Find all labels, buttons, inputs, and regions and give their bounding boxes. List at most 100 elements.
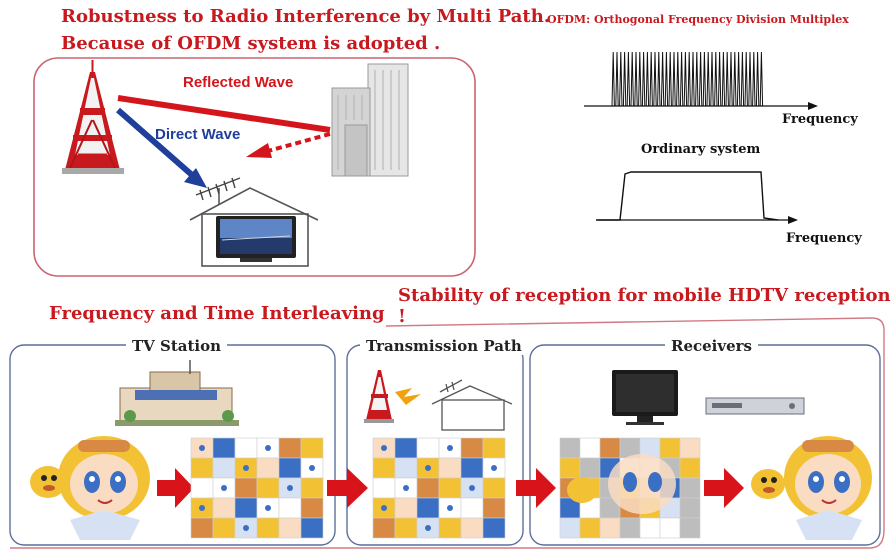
image-tile — [679, 497, 701, 519]
interleaving-title: Frequency and Time Interleaving — [49, 303, 385, 324]
image-tile — [679, 457, 701, 479]
ofdm-subcarrier — [672, 51, 676, 107]
receiver-set-top-box-icon — [705, 397, 805, 415]
ofdm-subcarrier — [759, 51, 764, 107]
image-tile — [559, 457, 581, 479]
tile-detail — [447, 505, 453, 511]
ofdm-subcarrier — [702, 51, 707, 107]
tile-detail — [265, 505, 271, 511]
ofdm-subcarrier — [626, 51, 631, 107]
image-tile — [394, 437, 418, 459]
tile-detail — [491, 465, 497, 471]
ofdm-subcarrier — [641, 51, 646, 107]
building-icon — [331, 63, 409, 177]
eye — [648, 472, 662, 492]
reflected-wave-arrow — [117, 95, 331, 133]
tile-detail — [309, 525, 315, 531]
image-tile — [212, 457, 236, 479]
image-tile — [659, 517, 681, 539]
image-tile — [619, 517, 641, 539]
image-tile — [234, 477, 258, 499]
image-tile — [256, 477, 280, 499]
image-tile — [278, 497, 302, 519]
ofdm-subcarrier — [733, 51, 737, 107]
image-tile — [559, 517, 581, 539]
tile-detail — [425, 525, 431, 531]
tile-detail — [447, 445, 453, 451]
ofdm-subcarrier — [638, 51, 642, 107]
ofdm-subcarrier — [691, 51, 695, 107]
ofdm-subcarrier — [752, 51, 756, 107]
reflected-arrowhead-icon — [246, 143, 272, 158]
tile-detail — [425, 465, 431, 471]
image-tile — [416, 497, 440, 519]
small-tower-icon — [364, 370, 394, 423]
image-tile — [190, 477, 214, 499]
mascot-restored-image — [751, 436, 872, 540]
tile-detail — [309, 465, 315, 471]
image-tile — [482, 437, 506, 459]
mascot-original-image — [30, 436, 150, 540]
ofdm-subcarrier — [755, 51, 760, 107]
ofdm-subcarrier — [695, 51, 699, 107]
ofdm-subcarrier — [736, 51, 741, 107]
tile-detail — [491, 525, 497, 531]
image-tile — [278, 437, 302, 459]
ofdm-subcarrier — [630, 51, 634, 107]
tile-detail — [287, 485, 293, 491]
restored-face — [608, 454, 676, 514]
ofdm-subcarrier — [676, 51, 680, 107]
image-tile — [190, 457, 214, 479]
tile-detail — [199, 505, 205, 511]
image-tile — [460, 457, 484, 479]
ofdm-subcarrier — [657, 51, 661, 107]
tile-detail — [381, 505, 387, 511]
ofdm-subcarrier — [683, 51, 688, 107]
ordinary-axis-arrow-icon — [788, 216, 798, 224]
header-line-1: Robustness to Radio Interference by Mult… — [61, 6, 551, 27]
image-tile — [438, 517, 462, 539]
ofdm-subcarrier — [710, 51, 714, 107]
ofdm-subcarrier — [714, 51, 718, 107]
small-house-icon — [431, 379, 513, 431]
panel-title-tv-station: TV Station — [126, 337, 228, 355]
image-tile — [234, 497, 258, 519]
image-tile — [482, 477, 506, 499]
image-tile — [234, 437, 258, 459]
image-tile — [460, 497, 484, 519]
image-tile — [416, 437, 440, 459]
image-tile — [300, 437, 324, 459]
ofdm-subcarrier — [721, 51, 726, 107]
panel-title-receivers: Receivers — [665, 337, 758, 355]
flow-arrow-4-icon — [704, 468, 744, 508]
tile-detail — [199, 445, 205, 451]
direct-arrowhead-icon — [184, 168, 207, 188]
tile-detail — [221, 485, 227, 491]
ordinary-axis-label: Frequency — [786, 231, 862, 246]
dog-face — [567, 477, 597, 503]
image-tile — [559, 437, 581, 459]
image-tile — [394, 517, 418, 539]
ordinary-spectrum — [596, 171, 779, 221]
reflected-wave-dashed — [267, 132, 331, 153]
image-tile — [579, 457, 601, 479]
image-tile — [372, 477, 396, 499]
image-tile — [278, 517, 302, 539]
ofdm-subcarrier — [717, 51, 722, 107]
ofdm-subcarrier — [611, 51, 615, 107]
image-tile — [212, 497, 236, 519]
image-tile — [679, 477, 701, 499]
image-tile — [190, 517, 214, 539]
ofdm-axis-arrow-icon — [808, 102, 818, 110]
image-tile — [482, 497, 506, 519]
image-tile — [438, 457, 462, 479]
image-tile — [460, 437, 484, 459]
image-tile — [639, 517, 661, 539]
image-tile — [438, 477, 462, 499]
reflected-wave-label: Reflected Wave — [183, 74, 294, 91]
flow-arrow-2-icon — [327, 468, 368, 508]
ofdm-subcarrier — [664, 51, 669, 107]
ofdm-spectrum — [611, 51, 764, 107]
image-tile — [599, 517, 621, 539]
